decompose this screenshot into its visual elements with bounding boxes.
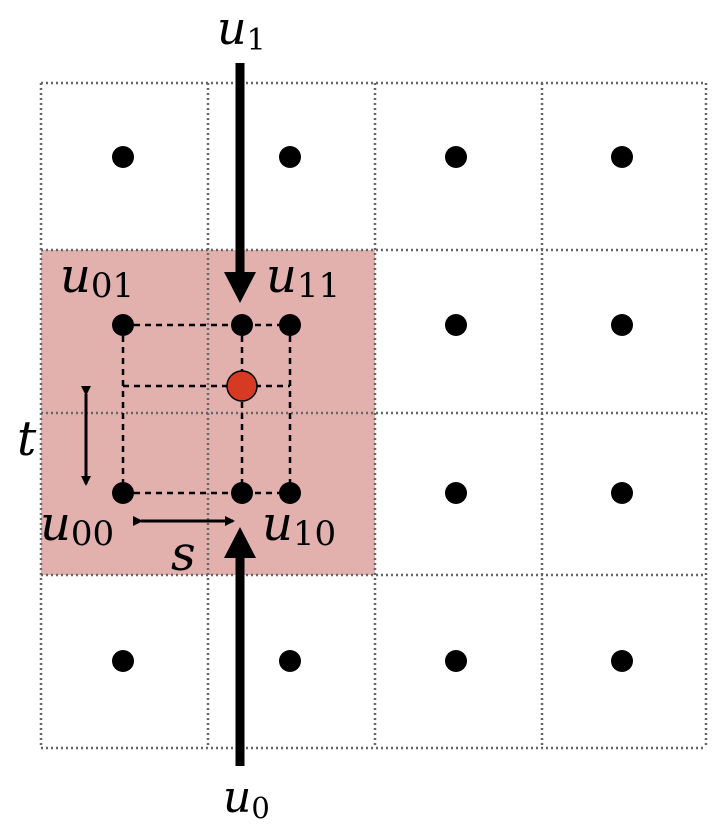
label-u10: u10	[262, 496, 336, 554]
sample-point	[226, 370, 258, 402]
point-u11	[279, 314, 301, 336]
point-bottom-mid	[231, 482, 253, 504]
label-u11: u11	[266, 248, 340, 306]
cell-center-dot	[445, 314, 467, 336]
cell-center-dot	[279, 146, 301, 168]
u1-arrow-head	[224, 272, 256, 303]
cell-center-dot	[445, 146, 467, 168]
label-u01: u01	[60, 248, 134, 306]
label-t: t	[17, 411, 37, 467]
cell-centers	[112, 146, 633, 672]
point-top-mid	[231, 314, 253, 336]
cell-center-dot	[611, 482, 633, 504]
cell-center-dot	[279, 650, 301, 672]
cell-grid	[39, 81, 708, 750]
label-s: s	[171, 526, 196, 582]
label-u0: u0	[223, 772, 270, 825]
interpolation-lines	[121, 323, 292, 495]
label-u00: u00	[40, 496, 114, 554]
cell-center-dot	[112, 146, 134, 168]
direction-arrows	[224, 63, 256, 766]
cell-center-dot	[445, 482, 467, 504]
cell-center-dot	[611, 146, 633, 168]
point-u10	[279, 482, 301, 504]
interp-points	[112, 314, 301, 504]
label-u1: u1	[217, 1, 266, 58]
point-u01	[112, 314, 134, 336]
parameter-arrows	[81, 386, 235, 526]
cell-center-dot	[445, 650, 467, 672]
u0-arrow-head	[224, 527, 256, 558]
point-u00	[112, 482, 134, 504]
cell-center-dot	[112, 650, 134, 672]
cell-center-dot	[611, 650, 633, 672]
cell-center-dot	[611, 314, 633, 336]
